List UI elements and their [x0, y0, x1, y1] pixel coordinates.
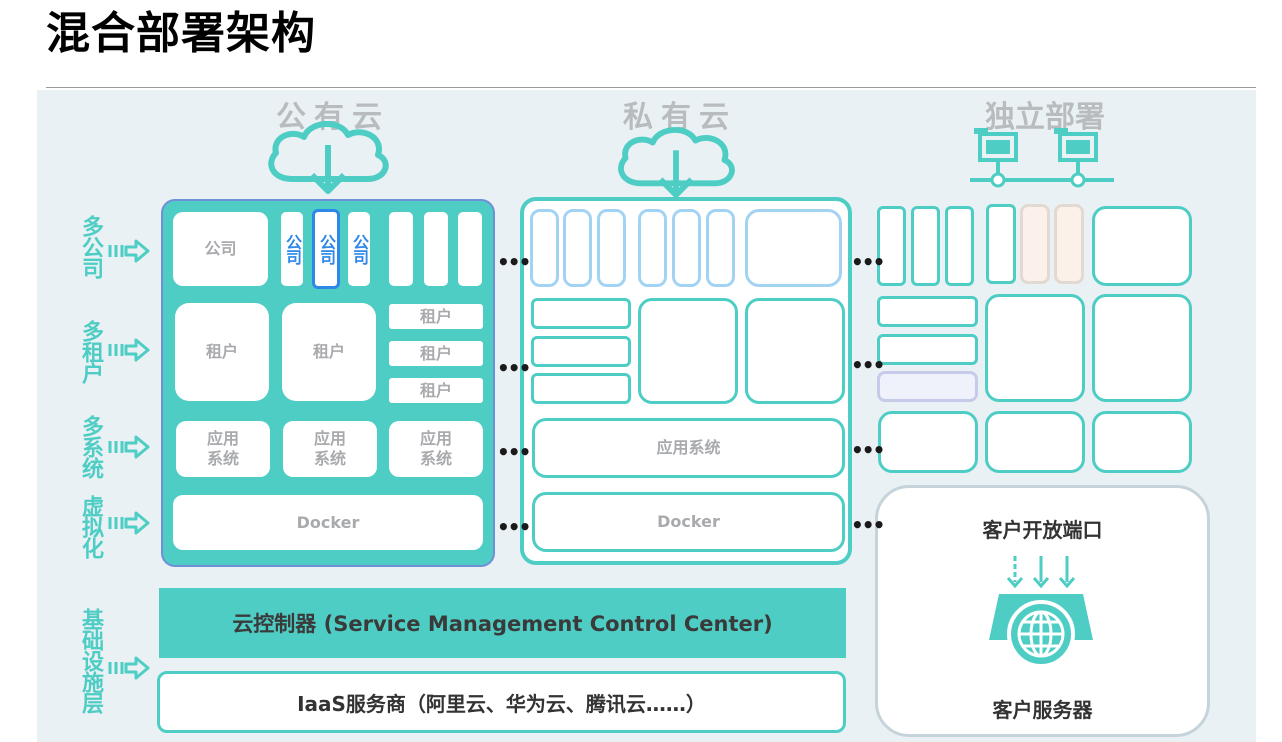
iaas-provider-bar: IaaS服务商（阿里云、华为云、腾讯云……） [157, 671, 846, 733]
empty-company-slot [389, 212, 413, 286]
tenant-box: 租户 [175, 303, 269, 401]
tenant-box: 租户 [282, 303, 376, 401]
standalone-tenant-slot [877, 334, 978, 365]
company-box: 公司 [173, 212, 268, 286]
tenant-small-box: 租户 [389, 378, 483, 403]
company-vertical-box: 公司 [348, 212, 370, 286]
private-tenant-block [638, 298, 738, 404]
standalone-tenant-block [1092, 294, 1192, 402]
ellipsis: ••• [851, 513, 885, 537]
title-divider [46, 87, 1256, 88]
cloud-download-icon [268, 120, 389, 194]
standalone-system-block [985, 411, 1085, 473]
tenant-small-box: 租户 [389, 304, 483, 329]
layer-label-system: 多系统 [78, 414, 103, 478]
download-arrows-icon [989, 556, 1093, 668]
standalone-company-slot [986, 204, 1016, 284]
client-server-label: 客户服务器 [992, 698, 1093, 722]
standalone-tenant-slot-disabled [877, 371, 978, 402]
cloud-download-icon [618, 127, 735, 198]
ellipsis: ••• [497, 250, 531, 274]
company-vertical-box-selected: 公司 [312, 209, 340, 289]
standalone-system-block [1092, 411, 1192, 473]
standalone-company-slot-disabled [1020, 204, 1050, 284]
ellipsis: ••• [497, 515, 531, 539]
arrow-right-icon [108, 656, 150, 680]
arrow-right-icon [108, 435, 150, 459]
app-system-box: 应用 系统 [389, 421, 483, 477]
private-company-slot [706, 209, 735, 287]
ellipsis: ••• [851, 353, 885, 377]
docker-box-public: Docker [173, 495, 483, 550]
layer-label-tenant: 多租户 [78, 319, 103, 383]
standalone-tenant-block [985, 294, 1085, 402]
layer-label-company: 多公司 [78, 214, 103, 278]
app-system-box: 应用 系统 [176, 421, 270, 477]
ellipsis: ••• [497, 440, 531, 464]
arrow-right-icon [108, 239, 150, 263]
layer-label-infra: 基础设施层 [78, 607, 103, 713]
private-company-slot [597, 209, 626, 287]
standalone-company-block [1092, 206, 1192, 286]
network-servers-icon [970, 128, 1114, 188]
standalone-company-slot [911, 206, 940, 286]
arrow-right-icon [108, 511, 150, 535]
column-title-standalone: 独立部署 [985, 100, 1105, 135]
layer-label-virtual: 虚拟化 [78, 494, 103, 558]
ellipsis: ••• [851, 250, 885, 274]
tenant-small-box: 租户 [389, 341, 483, 366]
company-vertical-box: 公司 [281, 212, 303, 286]
app-system-box: 应用 系统 [283, 421, 377, 477]
empty-company-slot [424, 212, 448, 286]
private-company-slot [530, 209, 559, 287]
column-title-public: 公有云 [276, 100, 390, 135]
globe-icon [1017, 610, 1065, 658]
private-tenant-slot [531, 336, 631, 367]
private-company-slot [672, 209, 701, 287]
standalone-company-slot [877, 206, 906, 286]
page-title: 混合部署架构 [46, 8, 316, 59]
private-tenant-block [745, 298, 845, 404]
ellipsis: ••• [497, 356, 531, 380]
arrow-right-icon [108, 338, 150, 362]
client-port-label: 客户开放端口 [982, 518, 1103, 542]
private-company-block [745, 209, 842, 287]
private-tenant-slot [531, 373, 631, 404]
standalone-company-slot [945, 206, 974, 286]
standalone-tenant-slot [877, 296, 978, 327]
private-tenant-slot [531, 298, 631, 329]
cloud-controller-bar: 云控制器 (Service Management Control Center) [159, 588, 846, 658]
private-company-slot [563, 209, 592, 287]
private-company-slot [638, 209, 667, 287]
standalone-system-block [878, 411, 978, 473]
standalone-company-slot-disabled [1054, 204, 1084, 284]
empty-company-slot [458, 212, 482, 286]
app-system-box-private: 应用系统 [532, 418, 845, 478]
docker-box-private: Docker [532, 492, 845, 552]
ellipsis: ••• [851, 438, 885, 462]
